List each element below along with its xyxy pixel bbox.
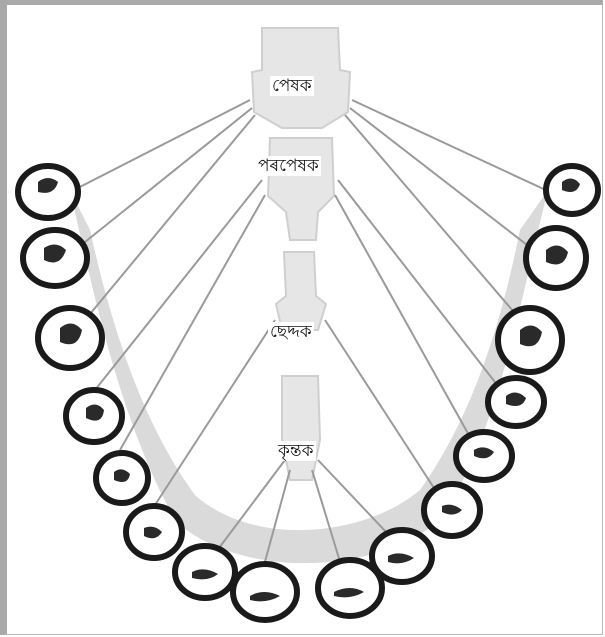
right-central-incisor-tooth <box>318 560 382 616</box>
reference-premolar <box>268 138 334 240</box>
label-premolar: পৰপেষক <box>256 156 321 176</box>
label-incisor: কৃন্তক <box>276 441 316 461</box>
label-canine: ছেদ্দক <box>268 322 314 342</box>
left-central-incisor-tooth <box>233 564 297 620</box>
label-molar: পেষক <box>270 76 314 96</box>
reference-incisor <box>282 376 320 480</box>
reference-canine <box>276 252 326 330</box>
